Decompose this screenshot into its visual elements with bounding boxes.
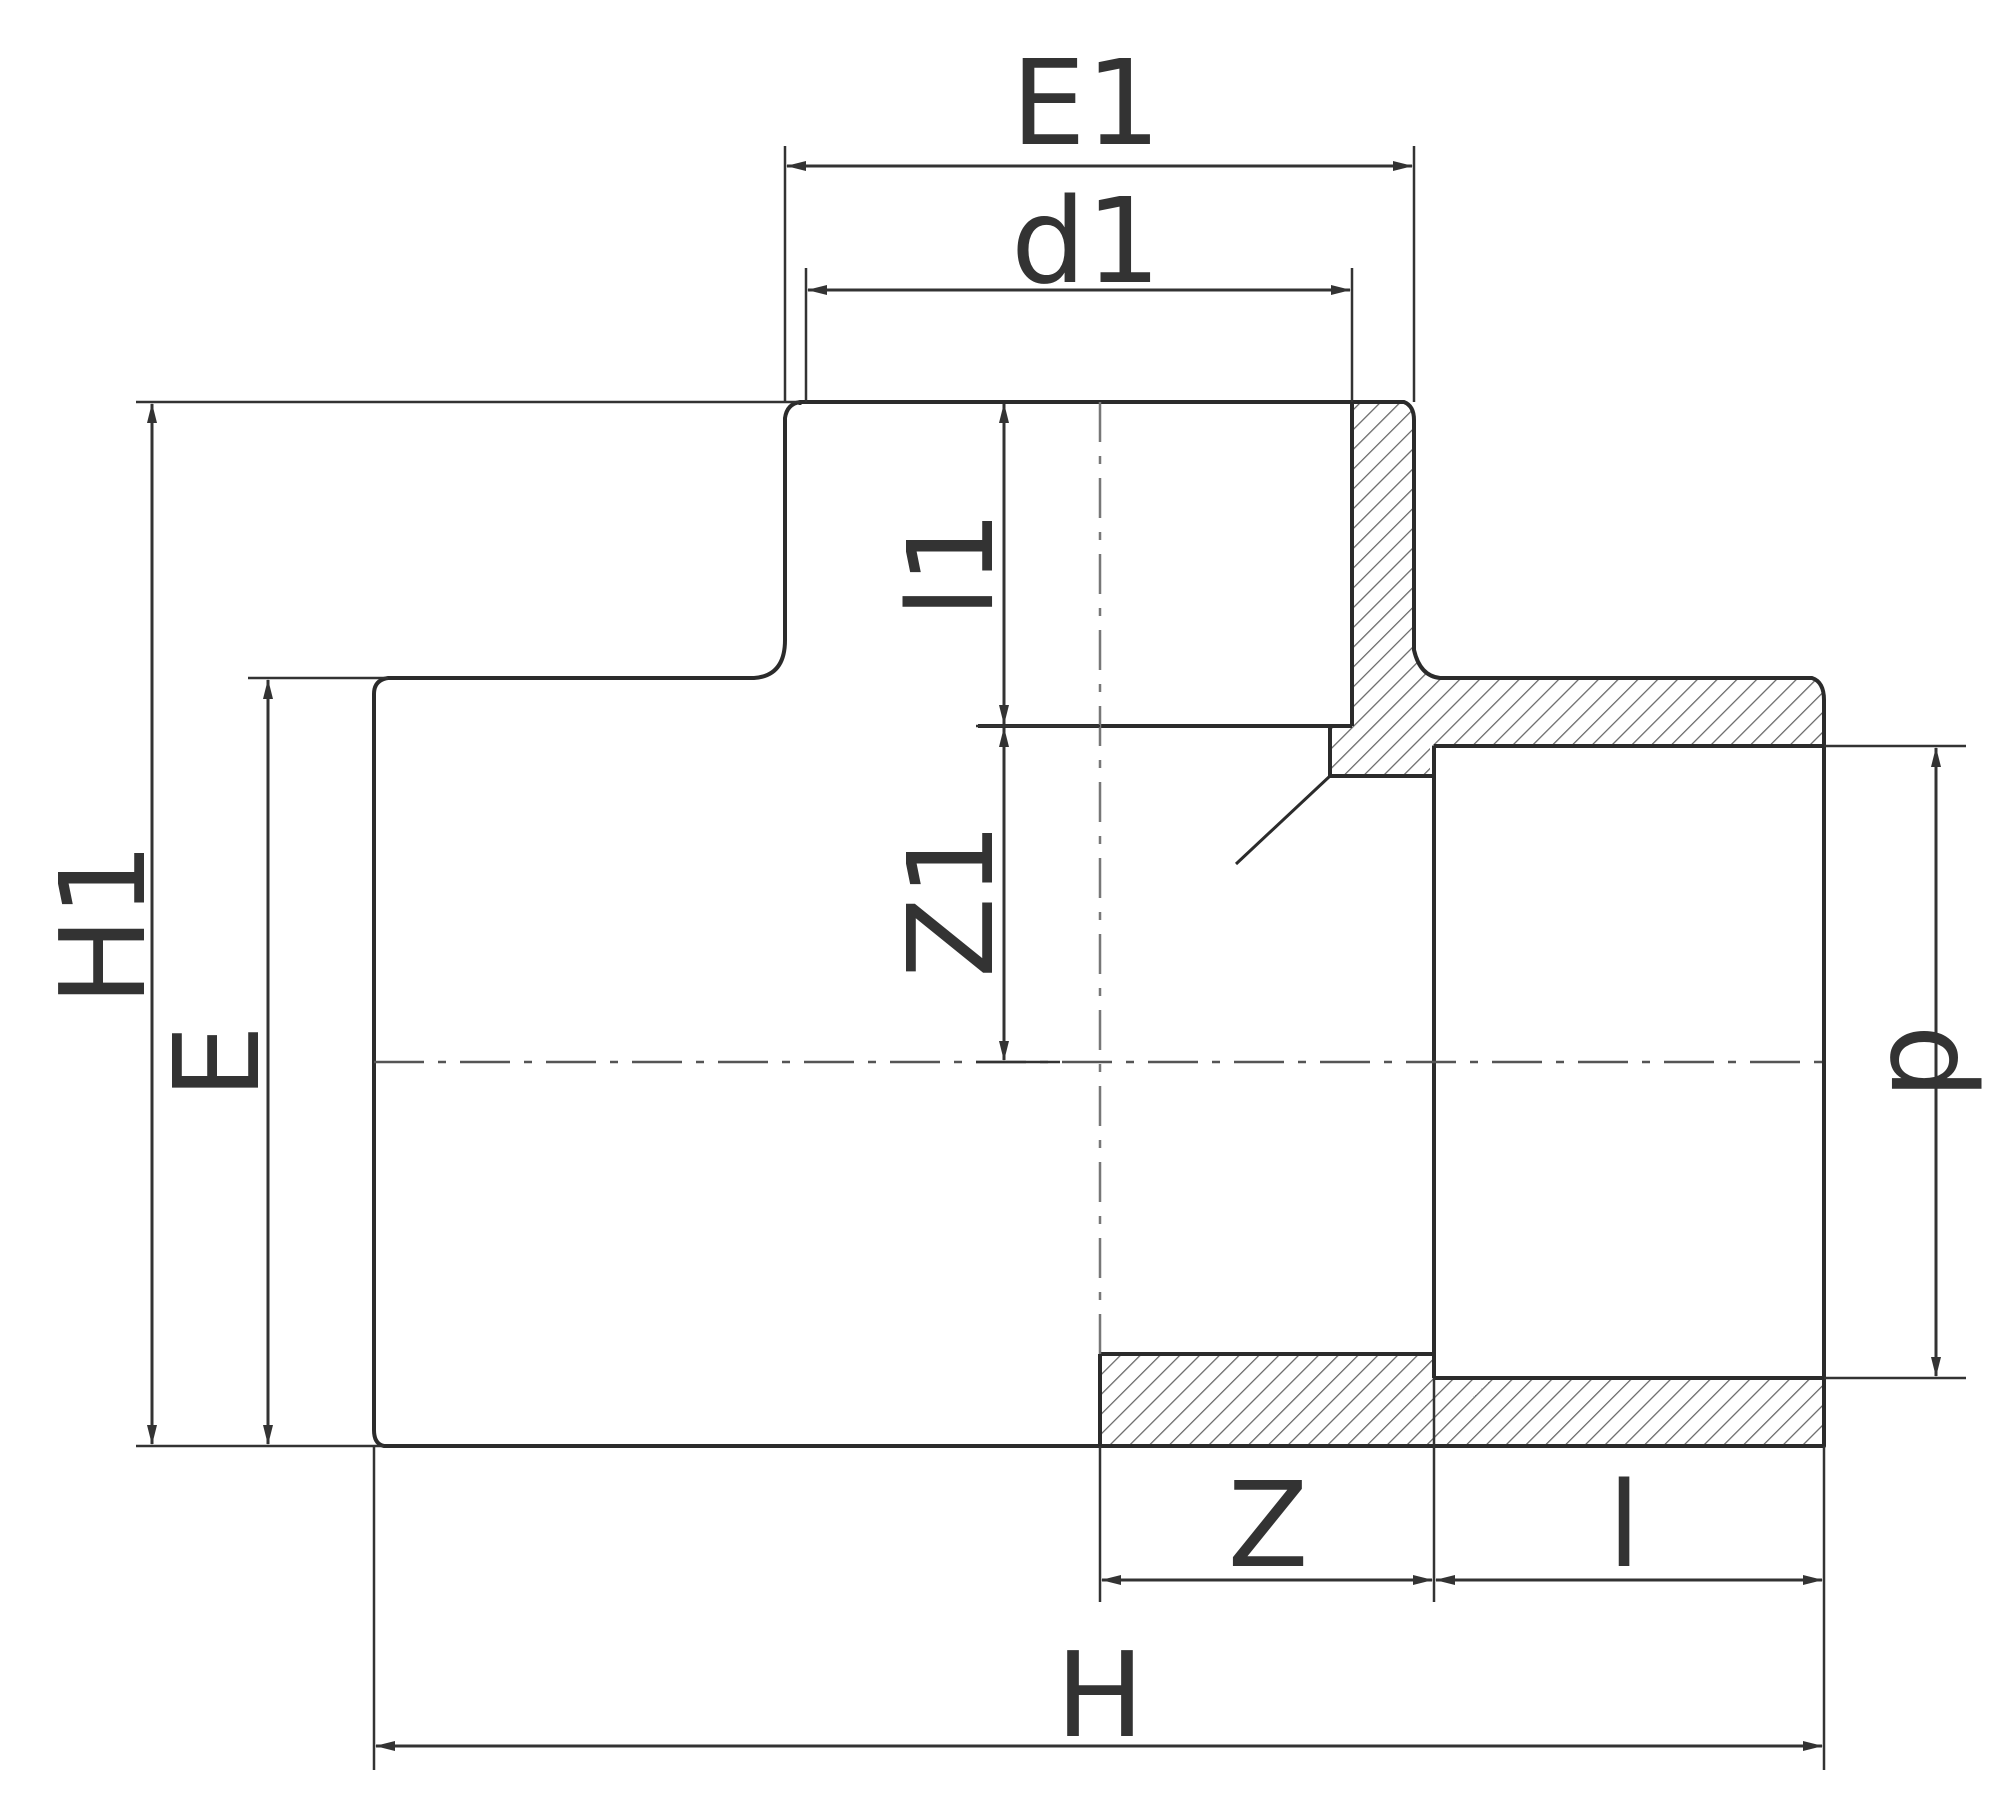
label-d1: d1 (1011, 172, 1161, 310)
label-Z: Z (1228, 1456, 1309, 1594)
label-Z1: Z1 (882, 822, 1020, 978)
label-l1: l1 (882, 510, 1020, 618)
label-l: l (1608, 1456, 1641, 1594)
label-H: H (1056, 1626, 1145, 1764)
label-E: E (148, 1025, 286, 1100)
fitting-outline (372, 400, 1826, 1448)
label-d: d (1864, 1025, 2000, 1100)
extension-lines (136, 146, 1966, 1770)
section-hatching (1100, 402, 1824, 1446)
hatch-branch-wall (1330, 402, 1824, 776)
outer-contour (372, 400, 1826, 1448)
hatch-bottom-wall-right (1434, 1378, 1824, 1446)
dimension-labels: E1 d1 H1 E l1 Z1 d Z l H (34, 34, 2000, 1764)
dimension-lines (147, 161, 1941, 1751)
label-E1: E1 (1011, 34, 1161, 172)
hatch-bottom-wall-left (1100, 1354, 1434, 1446)
label-H1: H1 (34, 842, 172, 1006)
section-leader (1234, 774, 1332, 866)
center-lines (374, 402, 1824, 1354)
